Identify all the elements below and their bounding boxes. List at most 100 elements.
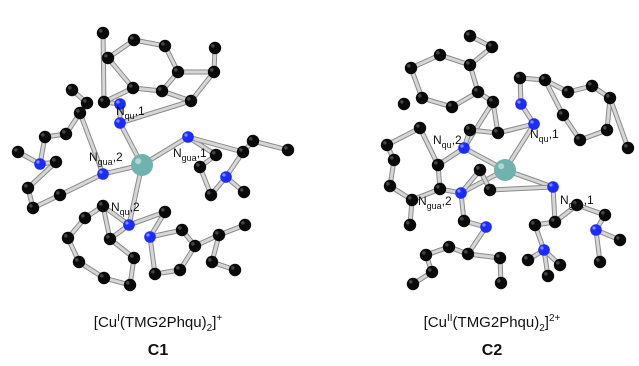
- c2-atom-c: [553, 258, 567, 272]
- c2-atom-highlight: [466, 61, 470, 65]
- c2-atom-highlight: [464, 250, 468, 254]
- c2-atom-highlight: [556, 261, 560, 265]
- c1-atom-highlight: [56, 191, 60, 195]
- c2-atom-c: [573, 133, 587, 147]
- c1-atom-n: [114, 98, 126, 110]
- label-c1-ngua1: Ngua,1: [173, 146, 207, 163]
- c1-atom-c: [246, 134, 260, 148]
- c2-atom-c: [483, 183, 497, 197]
- c2-atom-highlight: [601, 211, 605, 215]
- c2-atom-highlight: [390, 156, 394, 160]
- c2-atom-c: [403, 218, 417, 232]
- c2-atom-n: [458, 142, 470, 154]
- c2-atom-c: [603, 91, 617, 105]
- c2-atom-c: [486, 95, 500, 109]
- c2-atom-c: [585, 79, 599, 93]
- c1-atom-highlight: [207, 191, 211, 195]
- c2-atom-c: [493, 251, 507, 265]
- c1-atom-c: [188, 239, 202, 253]
- c2-atom-n: [455, 187, 467, 199]
- c2-atom-highlight: [406, 221, 410, 225]
- c2-atom-highlight: [400, 100, 404, 104]
- c2-bond: [608, 96, 630, 150]
- c1-atom-c: [281, 143, 295, 157]
- c1-atom-c: [237, 185, 251, 199]
- c2-atom-n: [590, 224, 602, 236]
- label-c2-ngua2: Ngua,2: [418, 194, 452, 211]
- c2-atom-highlight: [606, 94, 610, 98]
- c1-atom-c: [123, 278, 137, 292]
- c1-atom-highlight: [129, 84, 133, 88]
- c2-atom-highlight: [596, 258, 600, 262]
- c2-atom-c: [538, 73, 552, 87]
- c1-atom-c: [158, 205, 172, 219]
- c2-bond: [418, 126, 440, 167]
- c2-atom-c: [593, 255, 607, 269]
- c1-atom-highlight: [196, 163, 200, 167]
- c2-atom-highlight: [624, 144, 628, 148]
- c1-atom-c: [73, 106, 87, 120]
- c1-atom-highlight: [116, 100, 120, 104]
- c1-bond: [26, 160, 58, 190]
- c2-atom-n: [480, 221, 492, 233]
- c1-atom-highlight: [241, 221, 245, 225]
- c1-bond: [101, 31, 106, 104]
- c2-atom-c: [463, 58, 477, 72]
- c2-atom-highlight: [496, 254, 500, 258]
- c1-atom-c: [173, 263, 187, 277]
- c2-atom-c: [570, 198, 584, 212]
- c2-atom-highlight: [517, 100, 521, 104]
- c1-atom-c: [72, 255, 86, 269]
- c2-atom-c: [425, 265, 439, 279]
- c1-atom-highlight: [100, 98, 104, 102]
- c2-atom-highlight: [434, 161, 438, 165]
- c1-atom-c: [207, 65, 221, 79]
- c2-atom-c: [598, 208, 612, 222]
- label-c1-nqu2: Nqu,2: [111, 200, 140, 217]
- c1-atom-cu: [131, 154, 153, 176]
- c1-atom-n: [220, 171, 232, 183]
- c2-atom-c: [513, 71, 527, 85]
- formula-c2: [CuII(TMG2Phqu)2]2+: [423, 313, 561, 334]
- c2-atom-c: [461, 247, 475, 261]
- c2-atom-highlight: [540, 246, 544, 250]
- c1-bond: [127, 210, 167, 227]
- c1-atom-c: [38, 130, 52, 144]
- c1-atom-c: [238, 218, 252, 232]
- c2-atom-highlight: [592, 226, 596, 230]
- c2-atom-highlight: [544, 272, 548, 276]
- c1-atom-c: [171, 65, 185, 79]
- c1-atom-highlight: [135, 158, 142, 165]
- c1-atom-n: [97, 168, 109, 180]
- c2-atom-highlight: [488, 43, 492, 47]
- c1-atom-c: [53, 188, 67, 202]
- c2-atom-c: [471, 85, 485, 99]
- c2-atom-c: [431, 158, 445, 172]
- c2-atom-highlight: [616, 236, 620, 240]
- c2-atom-highlight: [494, 129, 498, 133]
- c1-atom-highlight: [191, 242, 195, 246]
- c1-atom-highlight: [284, 146, 288, 150]
- c2-atom-highlight: [541, 76, 545, 80]
- c1-atom-highlight: [161, 42, 165, 46]
- c1-atom-n: [114, 117, 126, 129]
- c1-atom-highlight: [41, 133, 45, 137]
- c2-atom-highlight: [407, 64, 411, 68]
- c2-atom-c: [463, 123, 477, 137]
- c1-atom-highlight: [130, 254, 134, 258]
- c2-atom-highlight: [474, 88, 478, 92]
- c1-atom-highlight: [222, 173, 226, 177]
- c1-atom-highlight: [208, 258, 212, 262]
- c2-atom-highlight: [460, 217, 464, 221]
- c2-atom-highlight: [531, 221, 535, 225]
- c1-atom-highlight: [187, 97, 191, 101]
- compound-id-c2: C2: [481, 342, 503, 359]
- c1-atom-highlight: [146, 233, 150, 237]
- c2-atom-c: [473, 163, 487, 177]
- c2-atom-highlight: [422, 251, 426, 255]
- c1-atom-c: [59, 127, 73, 141]
- c1-atom-c: [21, 181, 35, 195]
- c2-atom-c: [405, 193, 419, 207]
- label-c2-ngua1: Ngua,1: [560, 193, 594, 210]
